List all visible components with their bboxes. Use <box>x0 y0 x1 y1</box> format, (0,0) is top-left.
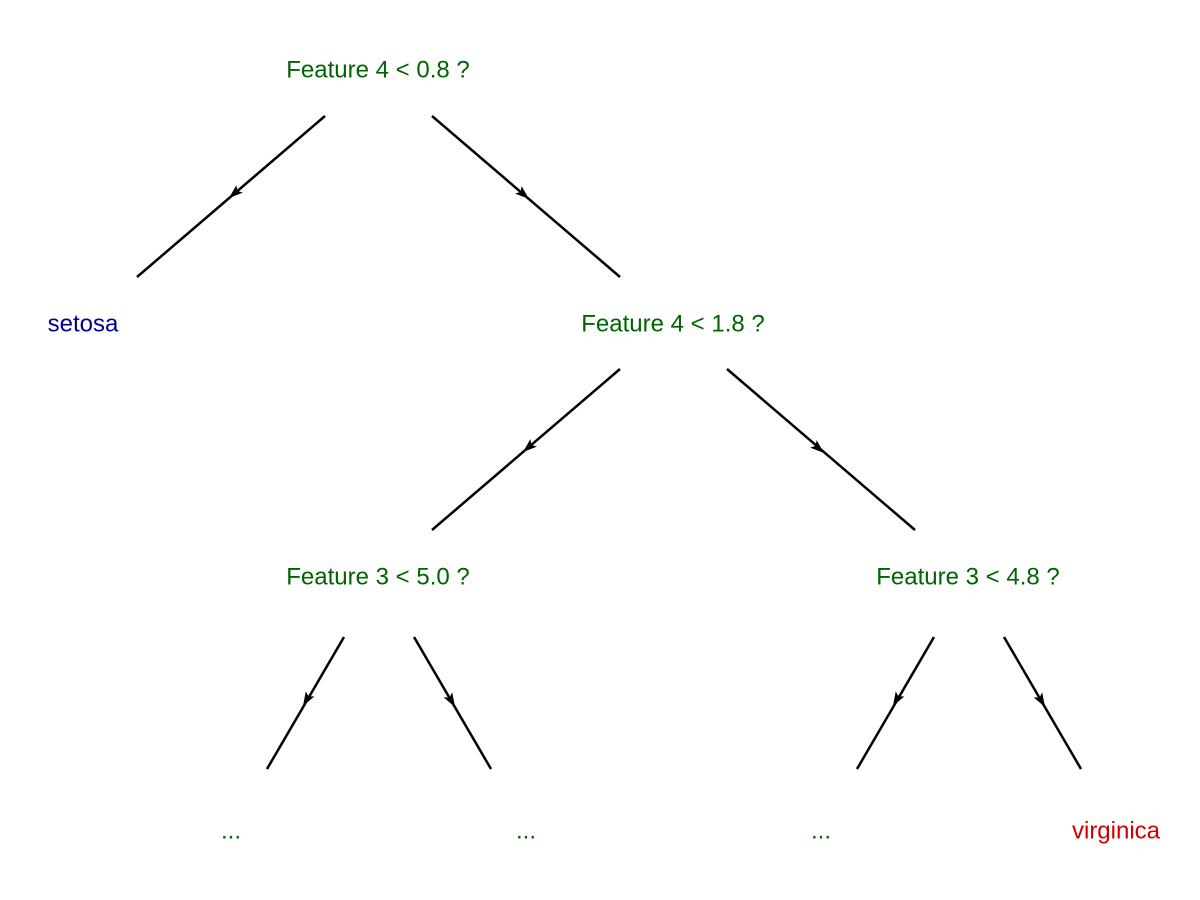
leaf-setosa-label: setosa <box>48 310 119 337</box>
nodes: Feature 4 < 0.8 ? setosa Feature 4 < 1.8… <box>48 56 1161 844</box>
leaf-ellipsis-2: ... <box>516 817 536 844</box>
node-n4-label: Feature 3 < 4.8 ? <box>876 563 1059 590</box>
arrowhead-icon <box>229 185 243 198</box>
edge-n4-virginica <box>1002 636 1083 770</box>
leaf-ellipsis-3: ... <box>811 817 831 844</box>
leaf-ellipsis-1: ... <box>221 817 241 844</box>
arrowhead-icon <box>443 692 455 707</box>
arrowhead-icon <box>515 186 529 199</box>
arrowhead-icon <box>523 439 537 452</box>
arrowhead-icon <box>810 440 824 453</box>
leaf-virginica-label: virginica <box>1072 817 1161 844</box>
arrowhead-icon <box>1033 692 1045 707</box>
edges <box>136 115 1083 770</box>
node-n3-label: Feature 3 < 5.0 ? <box>286 563 469 590</box>
node-n2-label: Feature 4 < 1.8 ? <box>581 310 764 337</box>
edge-root-n2 <box>431 115 621 278</box>
node-root-label: Feature 4 < 0.8 ? <box>286 56 469 83</box>
edge-n2-n4 <box>726 368 916 531</box>
edge-n2-n3 <box>431 368 621 531</box>
edge-n3-e2 <box>412 636 493 770</box>
arrowhead-icon <box>893 691 905 706</box>
edge-n3-e1 <box>265 636 346 770</box>
edge-n4-e3 <box>855 636 936 770</box>
arrowhead-icon <box>303 691 315 706</box>
edge-root-setosa <box>136 115 326 278</box>
